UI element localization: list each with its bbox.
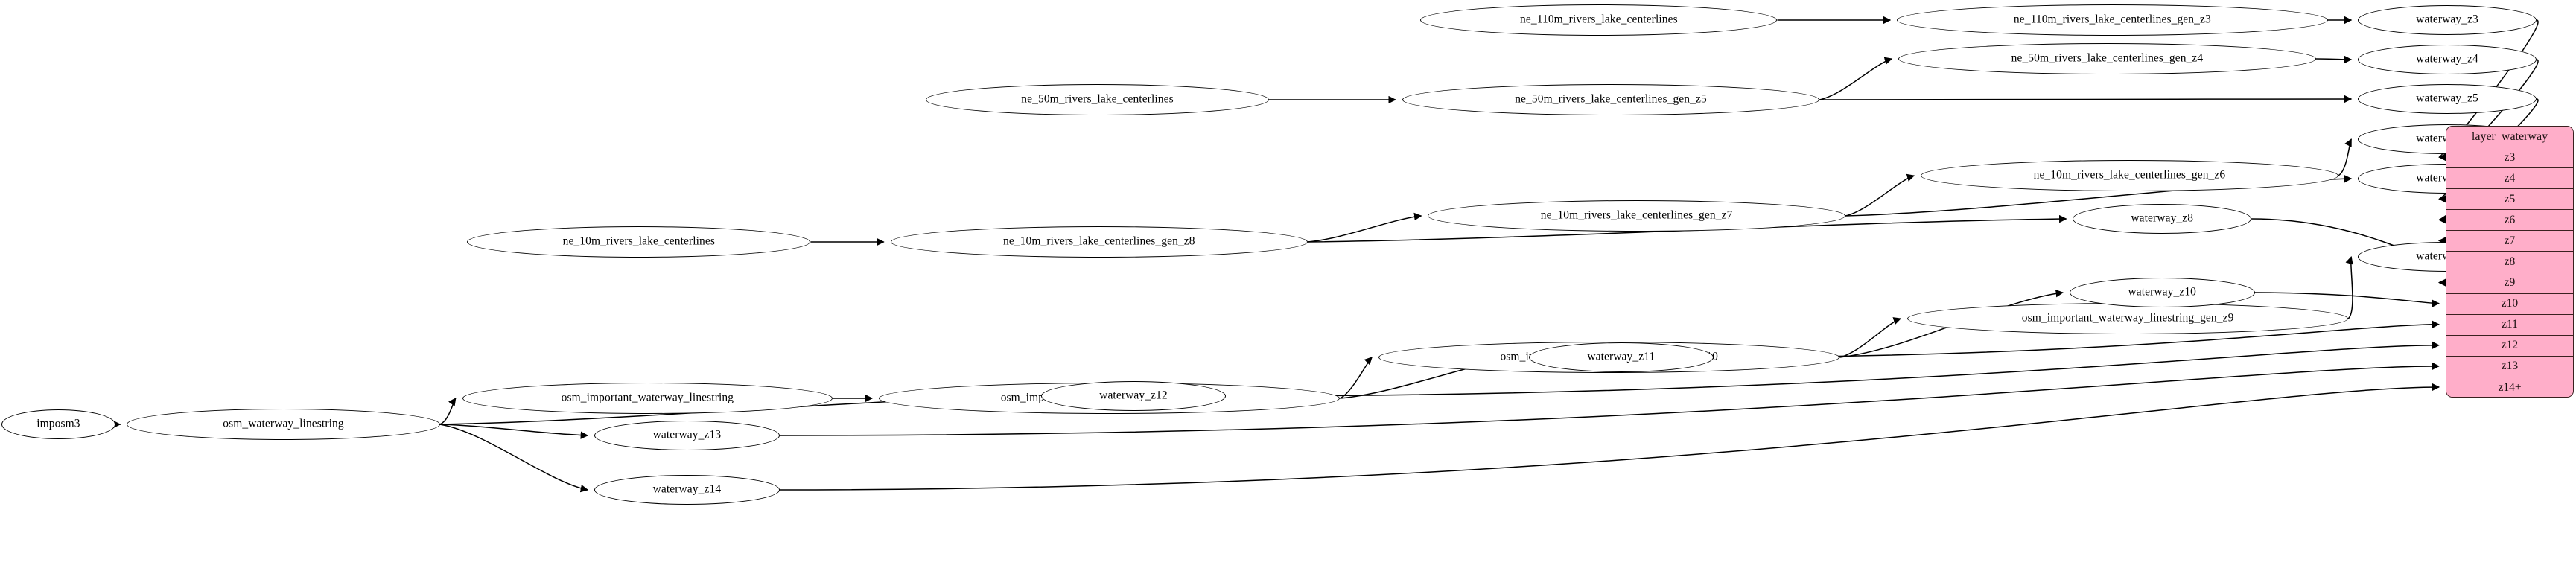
node-ne10_z8[interactable]: ne_10m_rivers_lake_centerlines_gen_z8 (890, 226, 1308, 258)
record-header: layer_waterway (2446, 127, 2573, 148)
node-ww_z12[interactable]: waterway_z12 (1040, 381, 1227, 411)
record-row-z7[interactable]: z7 (2446, 231, 2573, 252)
node-label: waterway_z5 (2416, 92, 2478, 105)
node-label: waterway_z3 (2416, 13, 2478, 26)
edge-ww_z10-to-record-7 (2254, 292, 2440, 307)
node-ne110[interactable]: ne_110m_rivers_lake_centerlines (1420, 4, 1778, 36)
node-label: ne_50m_rivers_lake_centerlines_gen_z4 (2011, 51, 2204, 65)
edge-osm_iww_z9-to-ww_z9 (2345, 255, 2353, 319)
node-osm_iww_z9[interactable]: osm_important_waterway_linestring_gen_z9 (1907, 303, 2349, 334)
node-osm_iww[interactable]: osm_important_waterway_linestring (462, 383, 833, 414)
record-row-z6[interactable]: z6 (2446, 210, 2573, 232)
record-row-z3[interactable]: z3 (2446, 147, 2573, 169)
node-osm_ww[interactable]: osm_waterway_linestring (127, 409, 440, 440)
node-label: ne_10m_rivers_lake_centerlines_gen_z6 (2033, 168, 2226, 182)
node-ne50_z4[interactable]: ne_50m_rivers_lake_centerlines_gen_z4 (1898, 43, 2316, 74)
record-row-z12[interactable]: z12 (2446, 335, 2573, 357)
node-ne50_z5[interactable]: ne_50m_rivers_lake_centerlines_gen_z5 (1402, 84, 1820, 115)
node-label: osm_important_waterway_linestring_gen_z9 (2021, 311, 2234, 325)
edge-ne50_z4-to-ww_z4 (2315, 55, 2353, 64)
node-label: ne_50m_rivers_lake_centerlines (1021, 92, 1174, 106)
node-ne50[interactable]: ne_50m_rivers_lake_centerlines (926, 84, 1270, 115)
edge-ne10_z7-to-ne10_z6 (1845, 173, 1915, 217)
node-ww_z8[interactable]: waterway_z8 (2073, 204, 2252, 234)
node-ne10_z6[interactable]: ne_10m_rivers_lake_centerlines_gen_z6 (1921, 160, 2338, 191)
node-label: waterway_z8 (2131, 211, 2194, 225)
node-label: osm_important_waterway_linestring (561, 391, 734, 404)
edge-osm_ww-to-osm_iww (439, 398, 457, 425)
node-ne10_z7[interactable]: ne_10m_rivers_lake_centerlines_gen_z7 (1428, 200, 1845, 232)
record-row-z8[interactable]: z8 (2446, 252, 2573, 273)
node-label: ne_10m_rivers_lake_centerlines_gen_z7 (1540, 208, 1733, 222)
node-label: waterway_z12 (1099, 389, 1168, 402)
edge-ne10_z8-to-ne10_z7 (1308, 212, 1422, 243)
record-row-z5[interactable]: z5 (2446, 189, 2573, 211)
edge-osm_iww_z10-to-osm_iww_z9 (1839, 317, 1902, 358)
node-label: osm_waterway_linestring (223, 417, 344, 430)
record-row-z4[interactable]: z4 (2446, 168, 2573, 190)
node-ne110_z3[interactable]: ne_110m_rivers_lake_centerlines_gen_z3 (1897, 4, 2328, 36)
edge-ne10_z6-to-ww_z6 (2338, 138, 2352, 176)
node-ww_z3[interactable]: waterway_z3 (2358, 5, 2537, 35)
record-row-z10[interactable]: z10 (2446, 293, 2573, 315)
record-row-z13[interactable]: z13 (2446, 356, 2573, 377)
node-label: ne_110m_rivers_lake_centerlines (1520, 13, 1678, 26)
node-ww_z11[interactable]: waterway_z11 (1528, 342, 1714, 372)
node-label: waterway_z11 (1587, 350, 1656, 363)
node-label: imposm3 (36, 417, 80, 430)
node-label: ne_110m_rivers_lake_centerlines_gen_z3 (2013, 13, 2211, 26)
node-ww_z4[interactable]: waterway_z4 (2358, 45, 2537, 74)
edge-osm_iww_z11-to-osm_iww_z10 (1339, 357, 1373, 399)
edge-ne50_z5-to-ww_z5 (1819, 95, 2353, 103)
node-label: waterway_z4 (2416, 52, 2478, 66)
record-row-z9[interactable]: z9 (2446, 272, 2573, 294)
node-label: ne_10m_rivers_lake_centerlines (562, 234, 716, 248)
node-ww_z10[interactable]: waterway_z10 (2069, 278, 2255, 307)
edge-osm_ww-to-ww_z14 (439, 424, 589, 493)
edge-ne50_z5-to-ne50_z4 (1819, 57, 1893, 100)
node-imposm3[interactable]: imposm3 (1, 409, 116, 439)
node-ww_z5[interactable]: waterway_z5 (2358, 84, 2537, 114)
node-label: waterway_z10 (2128, 285, 2197, 299)
node-label: waterway_z14 (652, 482, 722, 496)
edge-osm_ww-to-ww_z13 (439, 424, 589, 439)
record-row-z14plus[interactable]: z14+ (2446, 377, 2573, 397)
node-ww_z14[interactable]: waterway_z14 (594, 475, 780, 505)
node-ne10[interactable]: ne_10m_rivers_lake_centerlines (467, 226, 811, 258)
node-label: ne_10m_rivers_lake_centerlines_gen_z8 (1003, 234, 1195, 248)
node-label: waterway_z13 (652, 428, 722, 441)
record-row-z11[interactable]: z11 (2446, 314, 2573, 336)
node-ww_z13[interactable]: waterway_z13 (594, 421, 780, 450)
node-label: ne_50m_rivers_lake_centerlines_gen_z5 (1515, 92, 1707, 106)
